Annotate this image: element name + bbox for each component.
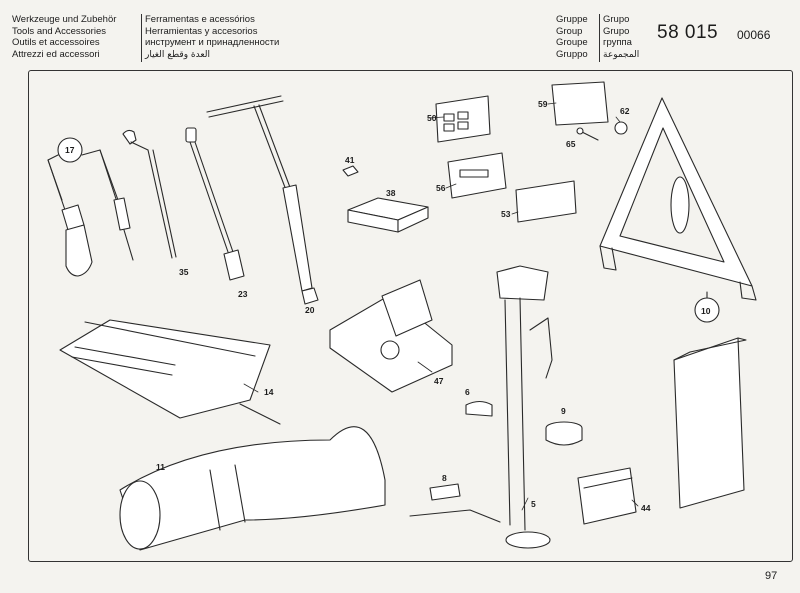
info-label-illustration — [447, 152, 507, 199]
group-label-spanish: Grupo — [603, 25, 630, 37]
part-label-62: 62 — [620, 106, 630, 116]
part-label-20: 20 — [305, 305, 315, 315]
part-label-56: 56 — [436, 183, 446, 193]
part-label-35: 35 — [179, 267, 189, 277]
adapter-plate-illustration — [429, 483, 461, 501]
page-header: Werkzeuge und Zubehör Tools and Accessor… — [0, 0, 800, 70]
title-english: Tools and Accessories — [12, 25, 106, 37]
tool-roll-illustration — [59, 319, 281, 425]
part-label-44: 44 — [641, 503, 651, 513]
title-portuguese: Ferramentas e acessórios — [145, 14, 255, 25]
group-label-english: Group — [556, 25, 583, 37]
screw-illustration — [576, 121, 628, 141]
title-spanish: Herramientas y accesorios — [145, 25, 258, 37]
group-divider — [599, 14, 600, 62]
part-label-6: 6 — [465, 387, 470, 397]
clip-illustration — [342, 165, 359, 177]
tool-bag-illustration — [119, 426, 386, 551]
part-label-65: 65 — [566, 139, 576, 149]
title-italian: Attrezzi ed accessori — [12, 48, 100, 60]
document-code: 00066 — [737, 28, 771, 42]
group-label-italian: Gruppo — [556, 48, 588, 60]
warning-label-illustration — [551, 81, 609, 126]
title-block-right: Ferramentas e acessórios Herramientas y … — [145, 14, 279, 61]
part-label-14: 14 — [264, 387, 274, 397]
tire-pressure-label-illustration — [435, 95, 491, 143]
angled-socket-key-illustration — [122, 129, 177, 259]
title-divider — [141, 14, 142, 62]
group-label-french: Groupe — [556, 37, 588, 48]
jack-pad-illustration — [545, 421, 583, 446]
fuse-box-illustration — [347, 197, 429, 233]
part-label-38: 38 — [386, 188, 396, 198]
part-label-47: 47 — [434, 376, 444, 386]
part-label-41: 41 — [345, 155, 355, 165]
title-block-left: Werkzeuge und Zubehör Tools and Accessor… — [12, 14, 116, 60]
tool-case-illustration — [329, 279, 453, 393]
part-label-59: 59 — [538, 99, 548, 109]
page-number: 97 — [765, 570, 778, 582]
group-label-german: Gruppe — [556, 14, 588, 25]
warning-triangle-illustration — [599, 97, 757, 301]
group-label-block-1: Gruppe Group Groupe Gruppo — [556, 14, 588, 60]
part-label-10: 10 — [701, 306, 711, 316]
title-russian: инструмент и принадленности — [145, 37, 280, 48]
group-number: 58 015 — [657, 22, 719, 43]
part-label-53: 53 — [501, 209, 511, 219]
part-label-9: 9 — [561, 406, 566, 416]
part-labels: 17 35 23 20 41 38 50 56 59 62 65 53 14 4… — [65, 99, 711, 513]
part-label-50: 50 — [427, 113, 437, 123]
group-label-block-2: Grupo Grupo группа المجموعة — [603, 14, 639, 61]
group-label-arabic: المجموعة — [603, 49, 640, 60]
wheel-chock-illustration — [577, 467, 637, 525]
illustration-frame — [28, 70, 793, 562]
part-label-11: 11 — [156, 462, 165, 472]
part-label-23: 23 — [238, 289, 248, 299]
group-label-russian: группа — [603, 37, 632, 48]
t-handle-wrench-illustration — [206, 95, 319, 305]
extension-rod-illustration — [185, 127, 245, 281]
first-aid-pouch-illustration — [673, 291, 747, 509]
part-label-17: 17 — [65, 145, 75, 155]
part-label-5: 5 — [531, 499, 536, 509]
title-french: Outils et accessoires — [12, 37, 100, 48]
title-german: Werkzeuge und Zubehör — [12, 14, 117, 25]
title-arabic: العدة وقطع الغيار — [145, 49, 210, 60]
part-label-8: 8 — [442, 473, 447, 483]
jack-bracket-illustration — [465, 400, 493, 417]
decal-illustration — [515, 180, 577, 223]
screwdriver-set-illustration — [47, 137, 134, 277]
leader-lines — [243, 102, 639, 511]
group-label-portuguese: Grupo — [603, 14, 630, 25]
car-jack-illustration — [409, 265, 553, 549]
